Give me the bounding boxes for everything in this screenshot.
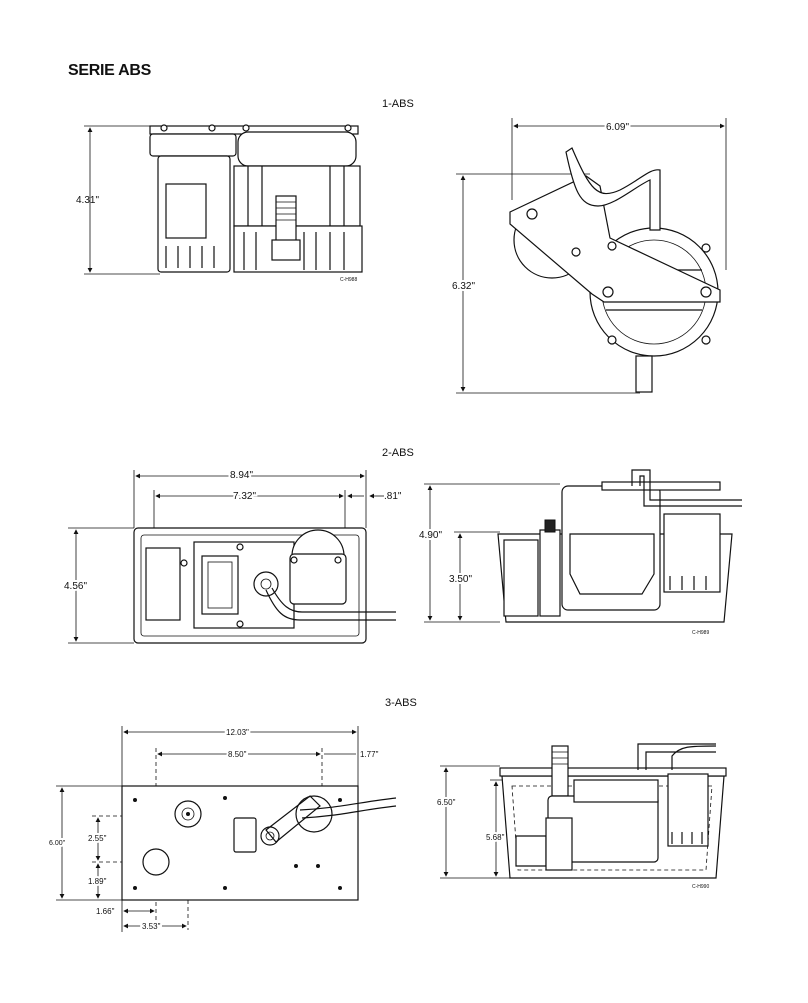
dim-2abs-width: 8.94" <box>230 470 253 481</box>
dim-1abs-width: 6.09" <box>606 122 629 133</box>
drawing-code-2: C-H989 <box>692 630 709 636</box>
pump-1abs-side-view: 6.09" 6.32" <box>450 118 727 394</box>
dim-2abs-side-total: 4.90" <box>419 530 442 541</box>
dim-2abs-offset: .81" <box>384 491 402 502</box>
pump-2abs-side-view: 4.90" 3.50" C-H989 <box>417 469 742 636</box>
page-title: SERIE ABS <box>68 62 151 79</box>
pump-3abs-top-view: 12.03" 8.50" 1.77" 6.00" 2.55" 1.89" 1.6… <box>47 726 397 933</box>
dim-3abs-side-total: 6.50" <box>437 798 456 807</box>
dim-2abs-side-tank: 3.50" <box>449 574 472 585</box>
drawing-code-3: C-H990 <box>692 884 709 890</box>
dim-1abs-height: 4.31" <box>76 195 99 206</box>
dim-3abs-a: 2.55" <box>88 834 107 843</box>
dim-3abs-d: 3.53" <box>142 922 161 931</box>
dim-3abs-b: 1.89" <box>88 877 107 886</box>
dim-3abs-side-tank: 5.68" <box>486 833 505 842</box>
pump-1abs-front-view: 4.31" C-H988 <box>76 124 363 283</box>
dim-3abs-c: 1.66" <box>96 907 115 916</box>
pump-3abs-side-view: 6.50" 5.68" C-H990 <box>435 743 727 890</box>
dim-2abs-height: 4.56" <box>64 581 87 592</box>
model-label-3abs: 3-ABS <box>385 697 417 709</box>
model-label-1abs: 1-ABS <box>382 98 414 110</box>
dim-2abs-inner-width: 7.32" <box>233 491 256 502</box>
dim-3abs-width: 12.03" <box>226 728 249 737</box>
model-label-2abs: 2-ABS <box>382 447 414 459</box>
dim-3abs-inner: 8.50" <box>228 750 247 759</box>
pump-2abs-top-view: 8.94" 7.32" .81" 4.56" <box>62 468 402 644</box>
dim-3abs-offset: 1.77" <box>360 750 379 759</box>
dim-3abs-height: 6.00" <box>49 840 66 847</box>
drawing-code-1: C-H988 <box>340 277 357 283</box>
dim-1abs-side-height: 6.32" <box>452 281 475 292</box>
